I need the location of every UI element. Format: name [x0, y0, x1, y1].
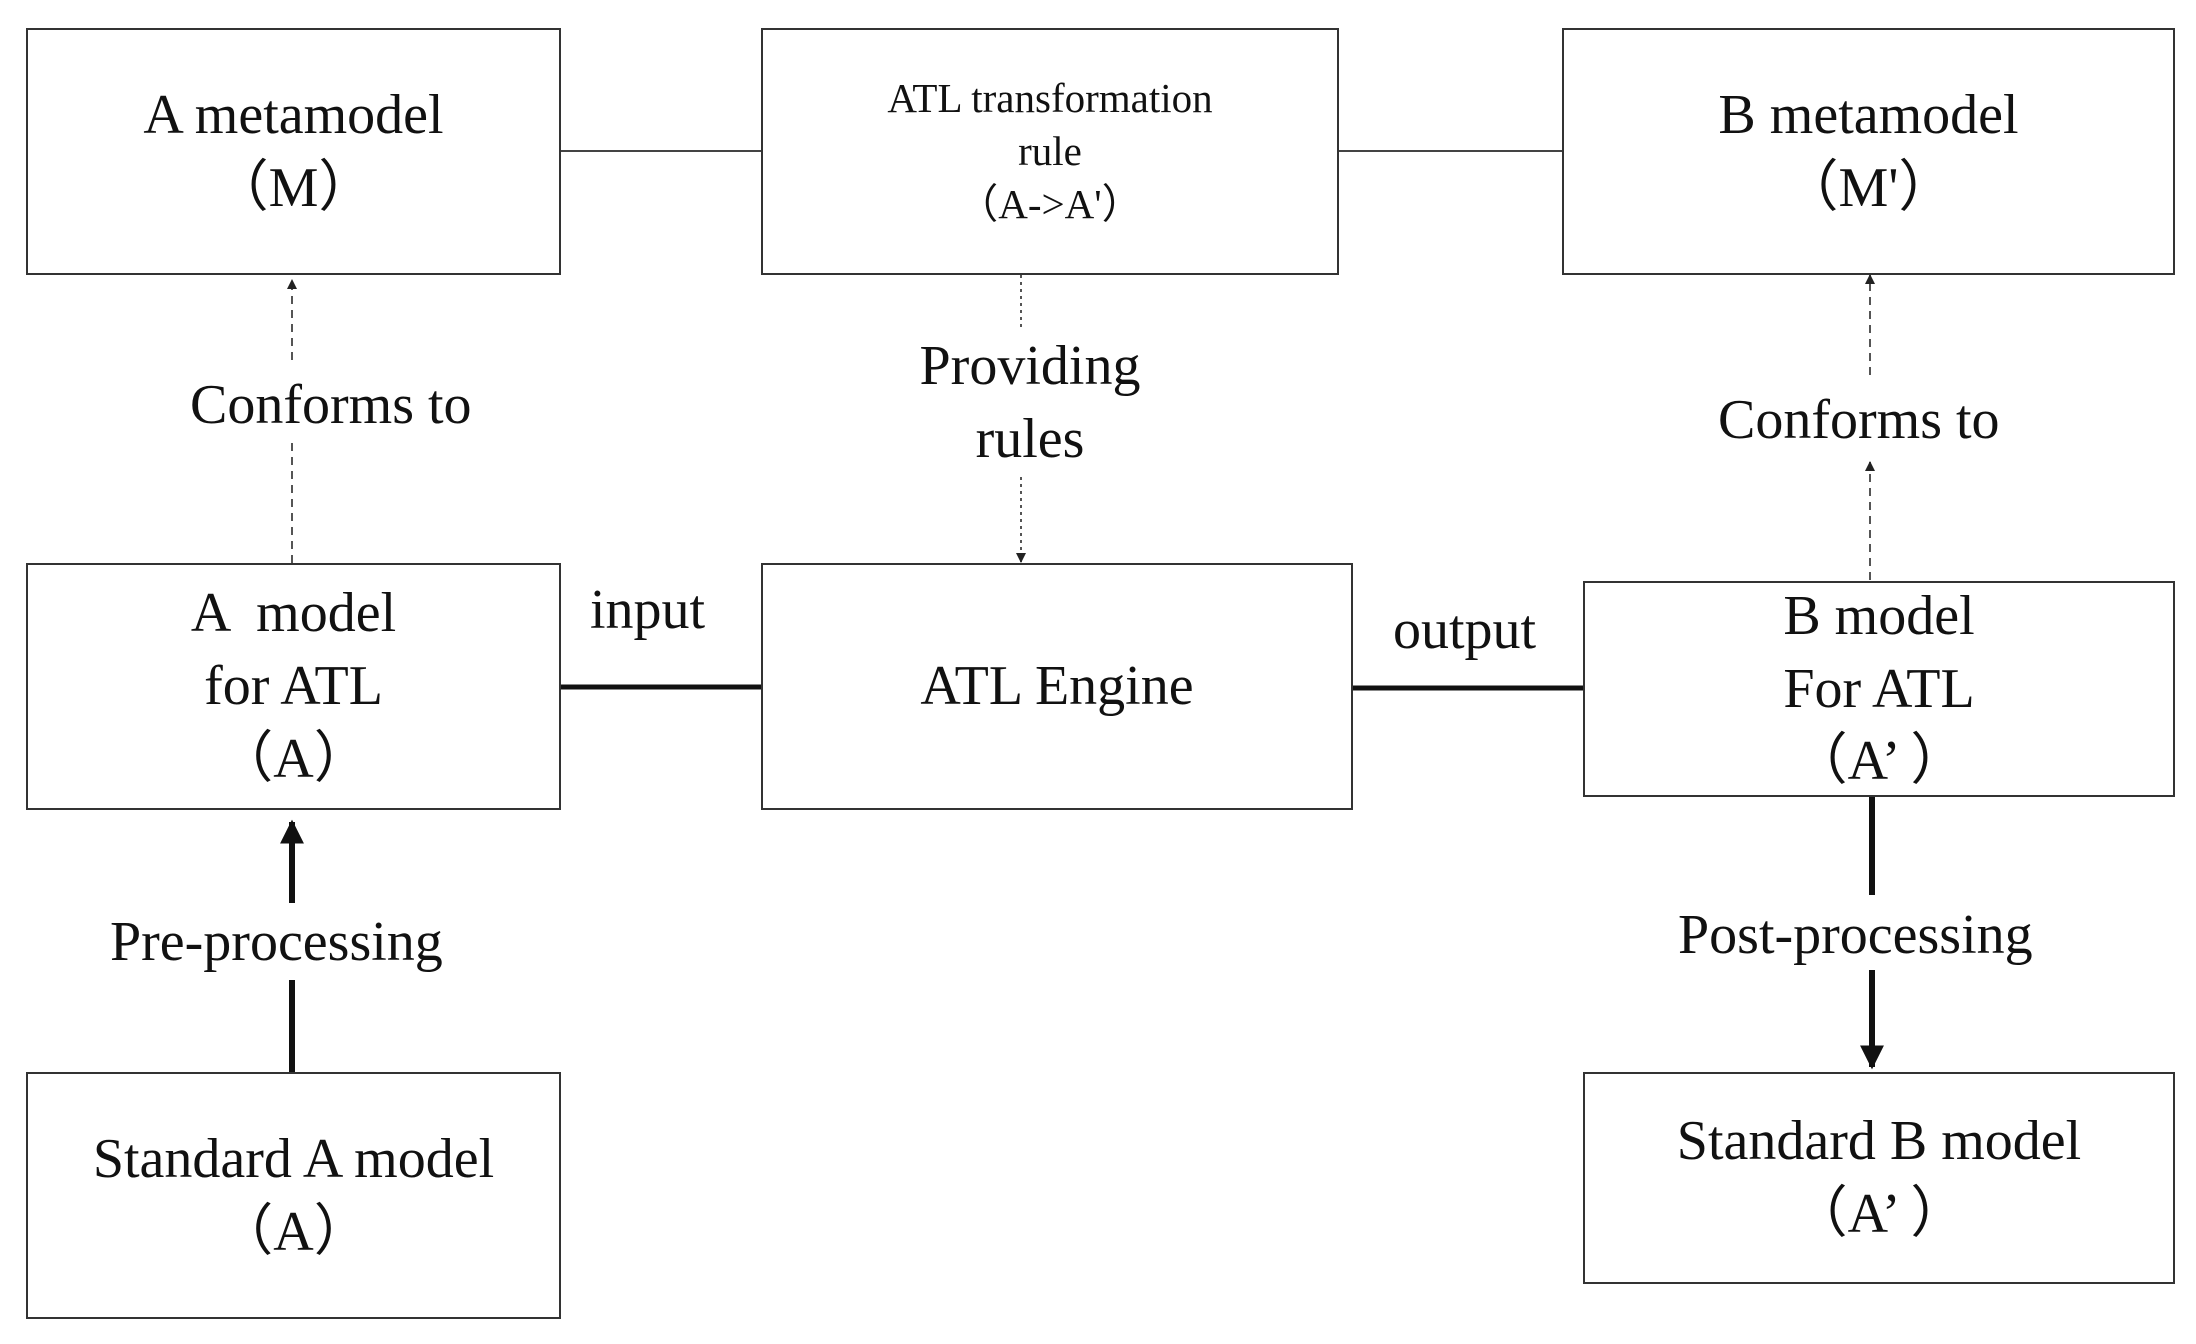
standard-a-model-symbol: （A）: [217, 1200, 370, 1263]
a-model-atl-symbol: （A）: [217, 727, 370, 790]
a-model-atl-title: A model: [190, 582, 397, 645]
a-metamodel-box: A metamodel （M）: [26, 28, 561, 275]
a-metamodel-title: A metamodel: [143, 83, 444, 146]
standard-a-model-box: Standard A model （A）: [26, 1072, 561, 1319]
a-metamodel-symbol: （M）: [212, 156, 375, 219]
output-label: output: [1393, 599, 1537, 661]
input-label: input: [590, 579, 706, 641]
standard-b-model-title: Standard B model: [1676, 1110, 2082, 1173]
a-model-atl-subtitle: for ATL: [204, 655, 383, 718]
atl-rule-box: ATL transformation rule （A->A'）: [761, 28, 1339, 275]
b-metamodel-symbol: （M'）: [1782, 156, 1955, 219]
atl-engine-title: ATL Engine: [920, 655, 1194, 718]
standard-b-model-symbol: （A’ ）: [1791, 1183, 1967, 1245]
atl-rule-title: ATL transformation: [887, 74, 1213, 121]
b-model-atl-title: B model: [1783, 584, 1975, 647]
conforms-to-left-label: Conforms to: [190, 370, 472, 440]
conforms-to-right-label: Conforms to: [1718, 385, 2000, 455]
atl-rule-subtitle: rule: [1018, 127, 1082, 174]
atl-rule-symbol: （A->A'）: [957, 181, 1143, 228]
b-model-atl-symbol: （A’ ）: [1791, 730, 1967, 793]
b-metamodel-box: B metamodel （M'）: [1562, 28, 2175, 275]
b-model-atl-box: B model For ATL （A’ ）: [1583, 581, 2175, 797]
providing-rules-label: Providing rules: [880, 330, 1180, 476]
pre-processing-label: Pre-processing: [110, 907, 443, 977]
post-processing-label: Post-processing: [1678, 900, 2033, 970]
b-metamodel-title: B metamodel: [1718, 83, 2019, 146]
b-model-atl-subtitle: For ATL: [1783, 657, 1975, 720]
providing-rules-line-2: rules: [975, 407, 1085, 470]
atl-engine-box: ATL Engine: [761, 563, 1353, 810]
standard-a-model-title: Standard A model: [92, 1127, 495, 1190]
providing-rules-line-1: Providing: [919, 335, 1141, 397]
standard-b-model-box: Standard B model （A’ ）: [1583, 1072, 2175, 1284]
a-model-atl-box: A model for ATL （A）: [26, 563, 561, 810]
